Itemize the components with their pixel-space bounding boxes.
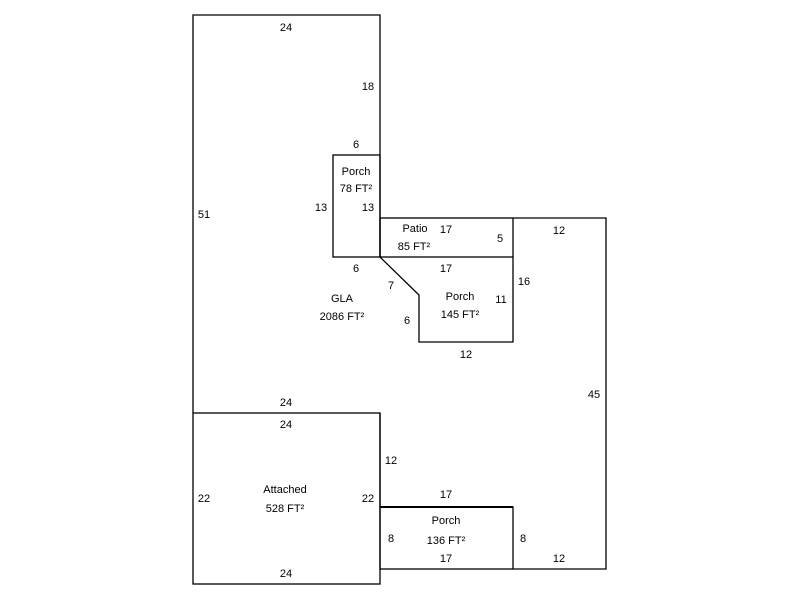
patio-label: Patio	[402, 223, 427, 235]
dim-gla-bottom: 24	[280, 397, 292, 409]
dim-patio-bottom: 17	[440, 263, 452, 275]
porch-top-outline	[332, 154, 381, 258]
dim-porch-bottom-top: 17	[440, 489, 452, 501]
area-labels: GLA 2086 FT² Porch 78 FT² Patio 85 FT² P…	[263, 166, 479, 547]
dim-porch-bottom-bottom: 17	[440, 553, 452, 565]
dim-gla-right-lower: 12	[385, 455, 397, 467]
dim-porch-top-left: 13	[315, 202, 327, 214]
dim-porch-bottom-right: 8	[520, 533, 526, 545]
outlines	[192, 14, 607, 585]
dim-attached-top: 24	[280, 419, 292, 431]
dim-porch-mid-left: 6	[404, 315, 410, 327]
dim-patio-right: 5	[497, 233, 503, 245]
attached-area: 528 FT²	[266, 503, 305, 515]
patio-area: 85 FT²	[398, 241, 431, 253]
porch-bottom-label: Porch	[432, 515, 461, 527]
dim-attached-left: 22	[198, 493, 210, 505]
patio-outline	[379, 217, 514, 258]
dim-east-upper: 16	[518, 276, 530, 288]
dim-attached-right: 22	[362, 493, 374, 505]
porch-top-area: 78 FT²	[340, 183, 373, 195]
dim-gla-left: 51	[198, 209, 210, 221]
dim-patio-top: 17	[440, 224, 452, 236]
gla-outline	[192, 14, 381, 413]
attached-label: Attached	[263, 484, 306, 496]
dim-porch-mid-bottom: 12	[460, 349, 472, 361]
dim-gla-right-upper: 18	[362, 81, 374, 93]
attached-outline	[192, 412, 381, 585]
dim-porch-mid-diag: 7	[388, 280, 394, 292]
dim-attached-bottom: 24	[280, 568, 292, 580]
porch-mid-label: Porch	[446, 291, 475, 303]
dim-gla-top: 24	[280, 22, 292, 34]
gla-label: GLA	[331, 293, 354, 305]
dim-porch-bottom-left: 8	[388, 533, 394, 545]
dim-east-top: 12	[553, 225, 565, 237]
dim-porch-top-bottom: 6	[353, 263, 359, 275]
porch-mid-outline	[379, 256, 514, 343]
dim-east-right: 45	[588, 389, 600, 401]
gla-area: 2086 FT²	[320, 311, 365, 323]
porch-mid-area: 145 FT²	[441, 309, 480, 321]
dim-east-bottom: 12	[553, 553, 565, 565]
east-outline	[513, 217, 607, 570]
porch-top-label: Porch	[342, 166, 371, 178]
dimension-labels: 24 18 51 6 13 13 6 17 5 17 7 6 11 12 12 …	[198, 22, 600, 580]
porch-bottom-area: 136 FT²	[427, 535, 466, 547]
dim-porch-top-right: 13	[362, 202, 374, 214]
dim-porch-mid-right: 11	[495, 294, 506, 306]
dim-porch-top-top: 6	[353, 139, 359, 151]
